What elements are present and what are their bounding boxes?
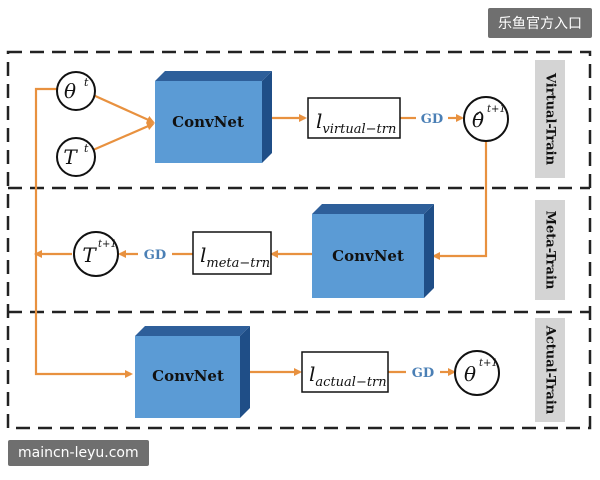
section-label-actual-text: Actual-Train	[543, 325, 558, 415]
arrow-T-to-convnet	[92, 122, 155, 152]
arrow-thetahat-to-convnet2	[432, 141, 488, 260]
loss-meta-sub: meta−trn	[206, 256, 270, 271]
convnet-label-actual: ConvNet	[152, 367, 224, 385]
convnet-box-meta: ConvNet	[312, 204, 434, 298]
node-T-next-base: T	[82, 243, 97, 267]
connectors	[34, 87, 488, 378]
section-frames	[6, 50, 592, 430]
convnet-label-meta: ConvNet	[332, 247, 404, 265]
svg-text:lvirtual−trn: lvirtual−trn	[316, 109, 396, 137]
watermark-bottom-badge: maincn-leyu.com	[8, 440, 149, 466]
node-theta-t-sup: t	[84, 76, 89, 89]
gd-label-meta: GD	[144, 248, 166, 263]
node-T-next: T t+1	[73, 231, 119, 277]
loss-actual-base: l	[309, 362, 315, 386]
node-theta-hat: θ̂ t+1	[463, 96, 509, 142]
loss-box-meta: lmeta−trn	[192, 231, 272, 275]
arrow-theta-to-convnet	[92, 93, 155, 124]
convnet-box-virtual: ConvNet	[155, 71, 272, 163]
gd-label-actual: GD	[412, 366, 434, 381]
loss-virtual-sub: virtual−trn	[322, 122, 396, 137]
loss-actual-sub: actual−trn	[315, 375, 386, 390]
node-theta-hat-sup: t+1	[487, 104, 506, 115]
node-T-t-base: T	[63, 145, 78, 169]
section-label-virtual-text: Virtual-Train	[543, 72, 558, 166]
gd-label-virtual: GD	[421, 112, 443, 127]
node-T-next-sup: t+1	[98, 239, 117, 250]
watermark-top-badge: 乐鱼官方入口	[488, 8, 592, 38]
convnet-box-actual: ConvNet	[135, 326, 250, 418]
section-label-meta-text: Meta-Train	[543, 211, 558, 290]
section-label-actual: Actual-Train	[535, 318, 565, 422]
loss-meta-base: l	[200, 243, 206, 267]
arrow-theta-to-actual-convnet	[34, 87, 133, 378]
node-theta-t-base: θ	[64, 79, 76, 103]
loss-virtual-base: l	[316, 109, 322, 133]
node-T-t-sup: t	[84, 142, 89, 155]
node-theta-t: θ t	[56, 71, 96, 111]
section-label-meta: Meta-Train	[535, 200, 565, 300]
node-theta-next: θ t+1	[454, 350, 500, 396]
loss-box-actual: lactual−trn	[301, 351, 389, 393]
loss-box-virtual: lvirtual−trn	[307, 97, 401, 139]
node-theta-hat-base: θ̂	[472, 108, 484, 132]
section-label-virtual: Virtual-Train	[535, 60, 565, 178]
svg-text:lmeta−trn: lmeta−trn	[200, 243, 270, 271]
node-theta-next-base: θ	[464, 362, 476, 386]
convnet-label-virtual: ConvNet	[172, 113, 244, 131]
svg-text:lactual−trn: lactual−trn	[309, 362, 387, 390]
node-theta-next-sup: t+1	[479, 358, 498, 369]
outer-frame	[6, 50, 592, 430]
node-T-t: T t	[56, 137, 96, 177]
